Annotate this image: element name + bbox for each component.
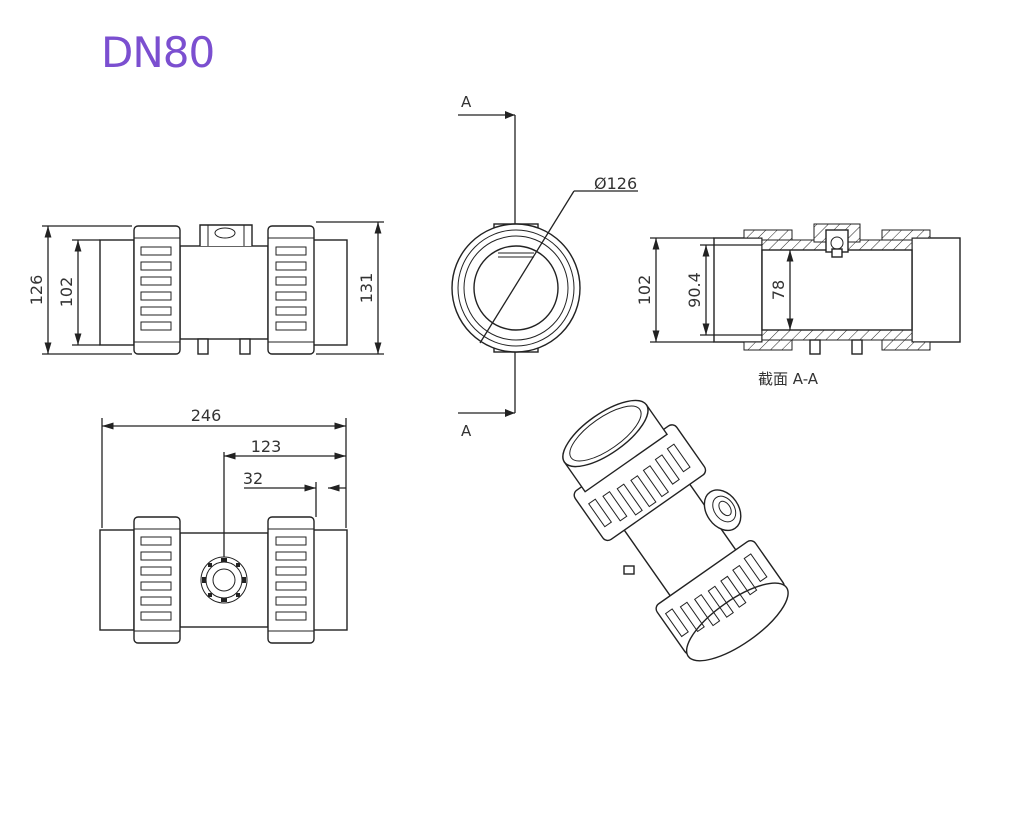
dim-top-half: 123 (251, 437, 282, 456)
dim-section-inner: 90.4 (685, 272, 704, 308)
dim-top-length: 246 (191, 406, 222, 425)
dim-side-total: 131 (357, 273, 376, 304)
section-caption: 截面 A-A (758, 370, 819, 388)
isometric-view (562, 399, 789, 662)
section-letter-top: A (461, 93, 472, 111)
dim-side-outer: 126 (27, 275, 46, 306)
drawing-title: DN80 (101, 28, 215, 77)
end-view (451, 111, 638, 417)
side-view (42, 221, 384, 355)
section-letter-bottom: A (461, 422, 472, 440)
dim-side-inner: 102 (57, 277, 76, 308)
dim-end-diameter: Ø126 (594, 174, 637, 193)
dim-top-small: 32 (243, 469, 263, 488)
dim-section-outer: 102 (635, 275, 654, 306)
top-view (99, 418, 348, 644)
section-view (650, 223, 961, 355)
dim-section-bore: 78 (769, 280, 788, 300)
